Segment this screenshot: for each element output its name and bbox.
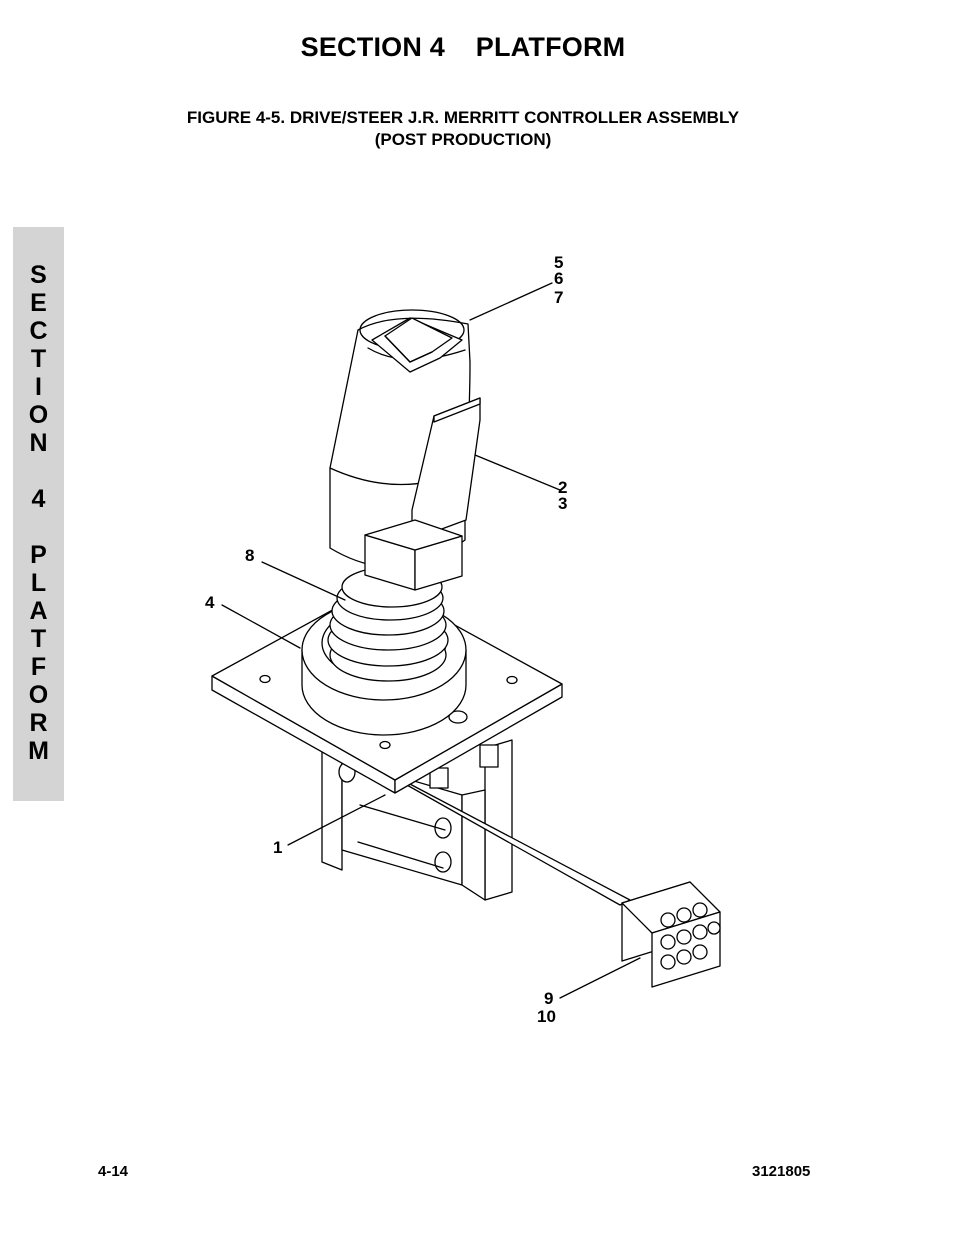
section-title: SECTION 4 PLATFORM <box>300 32 626 62</box>
callout-8: 8 <box>245 546 254 565</box>
side-tab-letter: S <box>30 261 47 289</box>
leader-lines <box>221 282 641 999</box>
side-tab-letter: 4 <box>31 485 46 513</box>
side-tab-letter: N <box>29 429 48 457</box>
side-tab-letter: T <box>30 625 47 653</box>
callout-7: 7 <box>554 288 563 307</box>
side-tab-letter: P <box>30 541 47 569</box>
side-tab-letter: O <box>28 401 49 429</box>
document-number: 3121805 <box>752 1163 811 1180</box>
side-tab-letter: L <box>30 569 47 597</box>
side-tab-letter: O <box>28 681 49 709</box>
section-side-tab: S E C T I O N 4 P L A T F O R M <box>13 227 64 801</box>
callout-9: 9 <box>544 989 553 1008</box>
page-number: 4-14 <box>98 1163 129 1180</box>
side-tab-letter: F <box>30 653 47 681</box>
figure-subtitle: (POST PRODUCTION) <box>374 130 552 149</box>
side-tab-letter: R <box>29 709 48 737</box>
hex-nut <box>364 519 463 591</box>
side-tab-letter: C <box>29 317 48 345</box>
callout-5: 5 <box>554 253 563 272</box>
rubber-boot <box>327 566 449 682</box>
callout-6: 6 <box>554 269 563 288</box>
cable-and-connector <box>397 779 721 988</box>
callout-2: 2 <box>558 478 567 497</box>
callout-3: 3 <box>558 494 567 513</box>
mounting-bracket <box>321 739 513 901</box>
side-tab-letter: A <box>29 597 48 625</box>
callout-4: 4 <box>205 593 215 612</box>
callout-1: 1 <box>273 838 282 857</box>
callout-10: 10 <box>537 1007 556 1026</box>
top-switch <box>371 317 463 373</box>
side-trigger <box>411 397 481 541</box>
side-tab-letter: M <box>28 737 49 765</box>
figure-title: FIGURE 4-5. DRIVE/STEER J.R. MERRITT CON… <box>186 108 740 127</box>
side-tab-letter: I <box>35 373 42 401</box>
side-tab-letter: T <box>30 345 47 373</box>
side-tab-letter: E <box>30 289 47 317</box>
